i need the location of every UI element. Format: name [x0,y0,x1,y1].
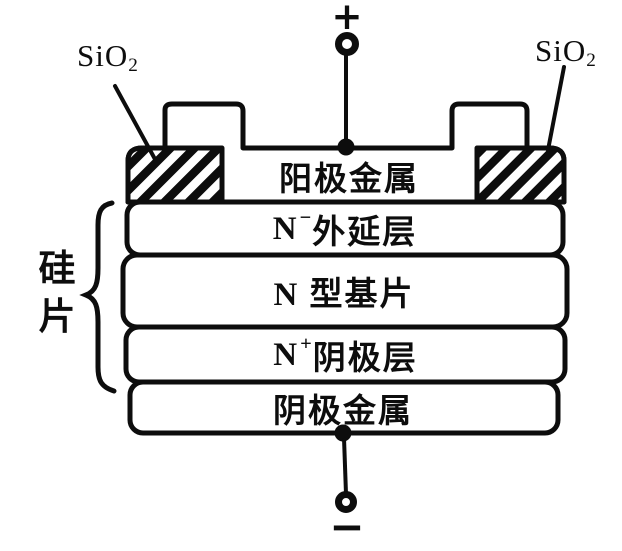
n-type-substrate-label: N 型基片 [273,277,415,313]
sio2-label-right: SiO2 [535,33,597,72]
sio2-right-base: SiO [535,33,587,68]
negative-terminal-sign: − [329,502,365,551]
sio2-left-base: SiO [77,38,129,73]
cathode-terminal-lead [342,437,348,495]
anode-contact-dot-icon [337,138,355,156]
sio2-right-subscript: 2 [586,49,597,71]
silicon-wafer-label-char2: 片 [38,297,76,338]
cathode-contact-dot-icon [334,424,352,442]
sio2-right-leader-line [546,65,566,152]
n-plus-cathode-layer-label: N+阴极层 [273,333,418,377]
n-minus-epitaxial-layer-label: N−外延层 [272,207,418,251]
sio2-left-leader-line [113,84,158,163]
anode-metal-label: 阳极金属 [279,162,419,198]
anode-terminal-ring-icon [335,32,359,56]
wafer-brace-icon [79,200,117,394]
silicon-wafer-label-char1: 硅 [38,249,76,290]
sio2-label-left: SiO2 [77,38,139,77]
silicon-wafer-label: 硅 片 [34,246,80,342]
sio2-oxide-block-left [125,145,225,205]
cathode-terminal-ring-icon [335,491,357,513]
cathode-metal-label: 阴极金属 [273,393,413,430]
positive-terminal-sign: + [331,0,363,38]
sio2-left-subscript: 2 [128,54,139,76]
sio2-oxide-block-right [474,145,567,205]
